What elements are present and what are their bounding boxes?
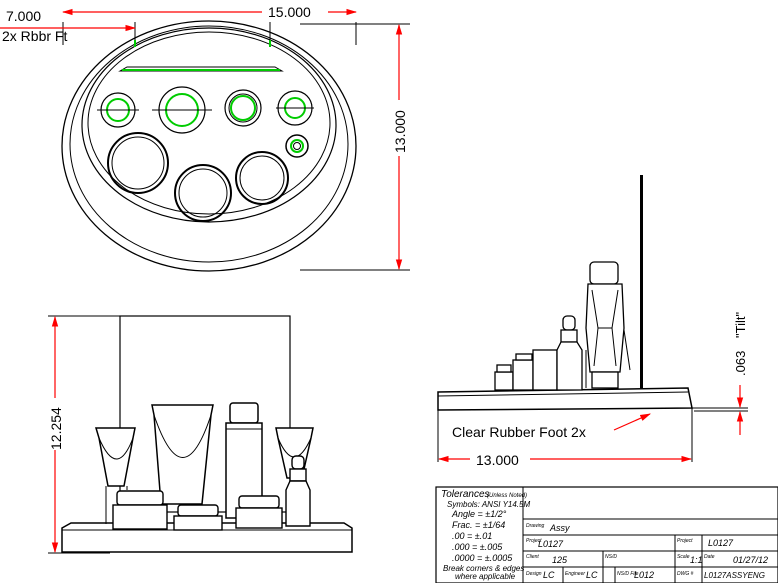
jar-right <box>235 151 289 205</box>
cup-large <box>151 404 214 505</box>
jar-left <box>107 132 169 194</box>
top-view: 7.000 15.000 2x Rbbr Ft 13.000 <box>0 4 410 272</box>
dim-13000-vertical <box>390 23 408 271</box>
dwg-label: DWG # <box>677 571 694 577</box>
side-jars <box>494 349 558 391</box>
jar-front-right <box>235 495 283 529</box>
dim-7000-text: 7.000 <box>6 8 41 24</box>
dim-side-13000-text: 13.000 <box>476 452 519 468</box>
holder-small <box>285 134 309 158</box>
tol-dec2: .00 = ±.01 <box>452 531 492 541</box>
project2-value: L0127 <box>708 538 734 548</box>
side-base <box>437 387 693 411</box>
client-label: Client <box>526 554 539 560</box>
tray-outer-outline <box>61 20 357 272</box>
engineer-label: Engineer <box>565 571 585 577</box>
front-view: 12.254 <box>46 315 353 554</box>
dim-12254-text: 12.254 <box>48 407 64 450</box>
jar-center <box>174 164 232 222</box>
project-label: Project <box>526 538 542 544</box>
dim-15000 <box>61 4 358 18</box>
dim-side-13000 <box>437 452 693 466</box>
tol-break2: where applicable <box>455 572 516 581</box>
holder-1 <box>97 92 139 128</box>
tol-title: Tolerances <box>441 489 490 500</box>
dim-15000-text: 15.000 <box>268 4 311 20</box>
side-dropper-bottle <box>556 315 583 391</box>
tilt-label: "Tilt" <box>733 312 748 338</box>
tol-frac: Frac. = ±1/64 <box>452 520 505 530</box>
dim-12254 <box>46 315 64 554</box>
project2-label: Project <box>677 538 693 544</box>
side-tall-bottle <box>585 261 631 389</box>
drawing-value: Assy <box>549 523 570 533</box>
tray-inner-rim <box>87 31 331 215</box>
tray-outer-rim <box>69 25 349 263</box>
tol-unless: (Unless Noted) <box>487 493 527 499</box>
engineer-value: LC <box>586 570 598 580</box>
side-view: Clear Rubber Foot 2x 13.000 .063 "Tilt" <box>437 175 748 468</box>
holder-3 <box>224 89 262 127</box>
nsd-file-label: NS/D File <box>617 571 639 577</box>
foot-leader <box>613 413 651 431</box>
title-block: Tolerances (Unless Noted) Symbols: ANSI … <box>435 486 778 583</box>
date-value: 01/27/12 <box>733 555 768 565</box>
nsd-file-value: L012 <box>634 570 654 580</box>
tol-angle: Angle = ±1/2° <box>451 509 507 519</box>
scale-label: Scale <box>677 554 690 560</box>
jar-front-center <box>173 504 223 531</box>
design-value: LC <box>543 570 555 580</box>
drawing-label: Drawing <box>526 523 545 529</box>
project-value: L0127 <box>538 539 564 549</box>
dwg-value: L0127ASSYENG <box>704 571 765 580</box>
tol-dec4: .0000 = ±.0005 <box>452 553 513 563</box>
holder-2 <box>152 86 212 134</box>
rubber-feet-note: 2x Rbbr Ft <box>2 28 67 44</box>
tol-symbols: Symbols: ANSI Y14.5M <box>447 500 530 509</box>
scale-value: 1:1 <box>690 555 703 565</box>
dim-tilt-text: .063 <box>733 351 748 376</box>
tube-left <box>94 427 136 524</box>
tol-break1: Break corners & edges <box>443 564 524 573</box>
holder-4 <box>276 90 314 126</box>
client-value: 125 <box>552 555 568 565</box>
jar-front-left <box>112 490 168 530</box>
dropper-bottle <box>285 455 311 527</box>
back-post <box>640 175 643 388</box>
date-label: Date <box>704 554 715 560</box>
foot-label: Clear Rubber Foot 2x <box>452 424 586 440</box>
tray-inner-top <box>81 27 337 223</box>
top-bar-slot <box>118 66 284 72</box>
dim-13000-text: 13.000 <box>392 110 408 153</box>
nsd-label: NS/D <box>605 554 617 560</box>
design-label: Design <box>526 571 542 577</box>
tol-dec3: .000 = ±.005 <box>452 542 503 552</box>
